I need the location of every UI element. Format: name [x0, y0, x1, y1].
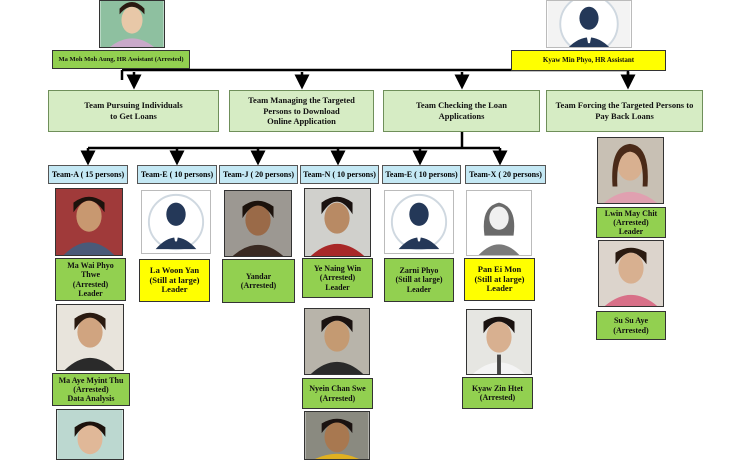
function-pursuing-loans: Team Pursuing Individuals to Get Loans	[48, 90, 219, 132]
ye-naing-win-photo	[304, 188, 371, 257]
team-e-header-2: Team-E ( 10 persons)	[382, 165, 461, 184]
ma-moh-moh-aung-photo	[99, 0, 165, 48]
kyaw-zin-htet-label: Kyaw Zin Htet (Arrested)	[462, 377, 533, 409]
yandar-photo	[224, 190, 292, 257]
ma-wai-phyo-thwe-photo	[55, 188, 123, 256]
function-checking-applications: Team Checking the Loan Applications	[383, 90, 540, 132]
team-a-header: Team-A ( 15 persons)	[48, 165, 128, 184]
female-silhouette-icon	[466, 190, 532, 256]
team-n-header: Team-N ( 10 persons)	[300, 165, 379, 184]
team-n-member-photo	[304, 411, 370, 460]
ma-moh-moh-aung-label: Ma Moh Moh Aung, HR Assistant (Arrested)	[52, 50, 190, 69]
team-a-member-photo	[56, 409, 124, 460]
male-silhouette-icon	[384, 190, 454, 254]
su-su-aye-label: Su Su Aye (Arrested)	[596, 311, 666, 340]
team-x-header: Team-X ( 20 persons)	[465, 165, 546, 184]
male-silhouette-icon	[546, 0, 632, 48]
pan-ei-mon-label: Pan Ei Mon (Still at large) Leader	[464, 258, 535, 301]
yandar-label: Yandar (Arrested)	[222, 259, 295, 303]
function-managing-download: Team Managing the Targeted Persons to Do…	[229, 90, 374, 132]
zarni-phyo-label: Zarni Phyo (Still at large) Leader	[384, 258, 454, 302]
male-silhouette-icon	[141, 190, 211, 254]
ma-wai-phyo-thwe-label: Ma Wai Phyo Thwe (Arrested) Leader	[55, 258, 126, 301]
ye-naing-win-label: Ye Naing Win (Arrested) Leader	[302, 258, 373, 298]
function-forcing-payback: Team Forcing the Targeted Persons to Pay…	[546, 90, 703, 132]
su-su-aye-photo	[598, 240, 664, 307]
nyein-chan-swe-label: Nyein Chan Swe (Arrested)	[302, 378, 373, 409]
lwin-may-chit-photo	[597, 137, 664, 204]
team-j-header: Team-J ( 20 persons)	[219, 165, 298, 184]
nyein-chan-swe-photo	[304, 308, 370, 375]
lwin-may-chit-label: Lwin May Chit (Arrested) Leader	[596, 207, 666, 238]
kyaw-zin-htet-photo	[466, 309, 532, 375]
ma-aye-myint-thu-photo	[56, 304, 124, 371]
kyaw-min-phyo-label: Kyaw Min Phyo, HR Assistant	[511, 50, 666, 71]
ma-aye-myint-thu-label: Ma Aye Myint Thu (Arrested) Data Analysi…	[52, 373, 130, 406]
team-e-header-1: Team-E ( 10 persons)	[137, 165, 217, 184]
la-woon-yan-label: La Woon Yan (Still at large) Leader	[139, 259, 210, 302]
